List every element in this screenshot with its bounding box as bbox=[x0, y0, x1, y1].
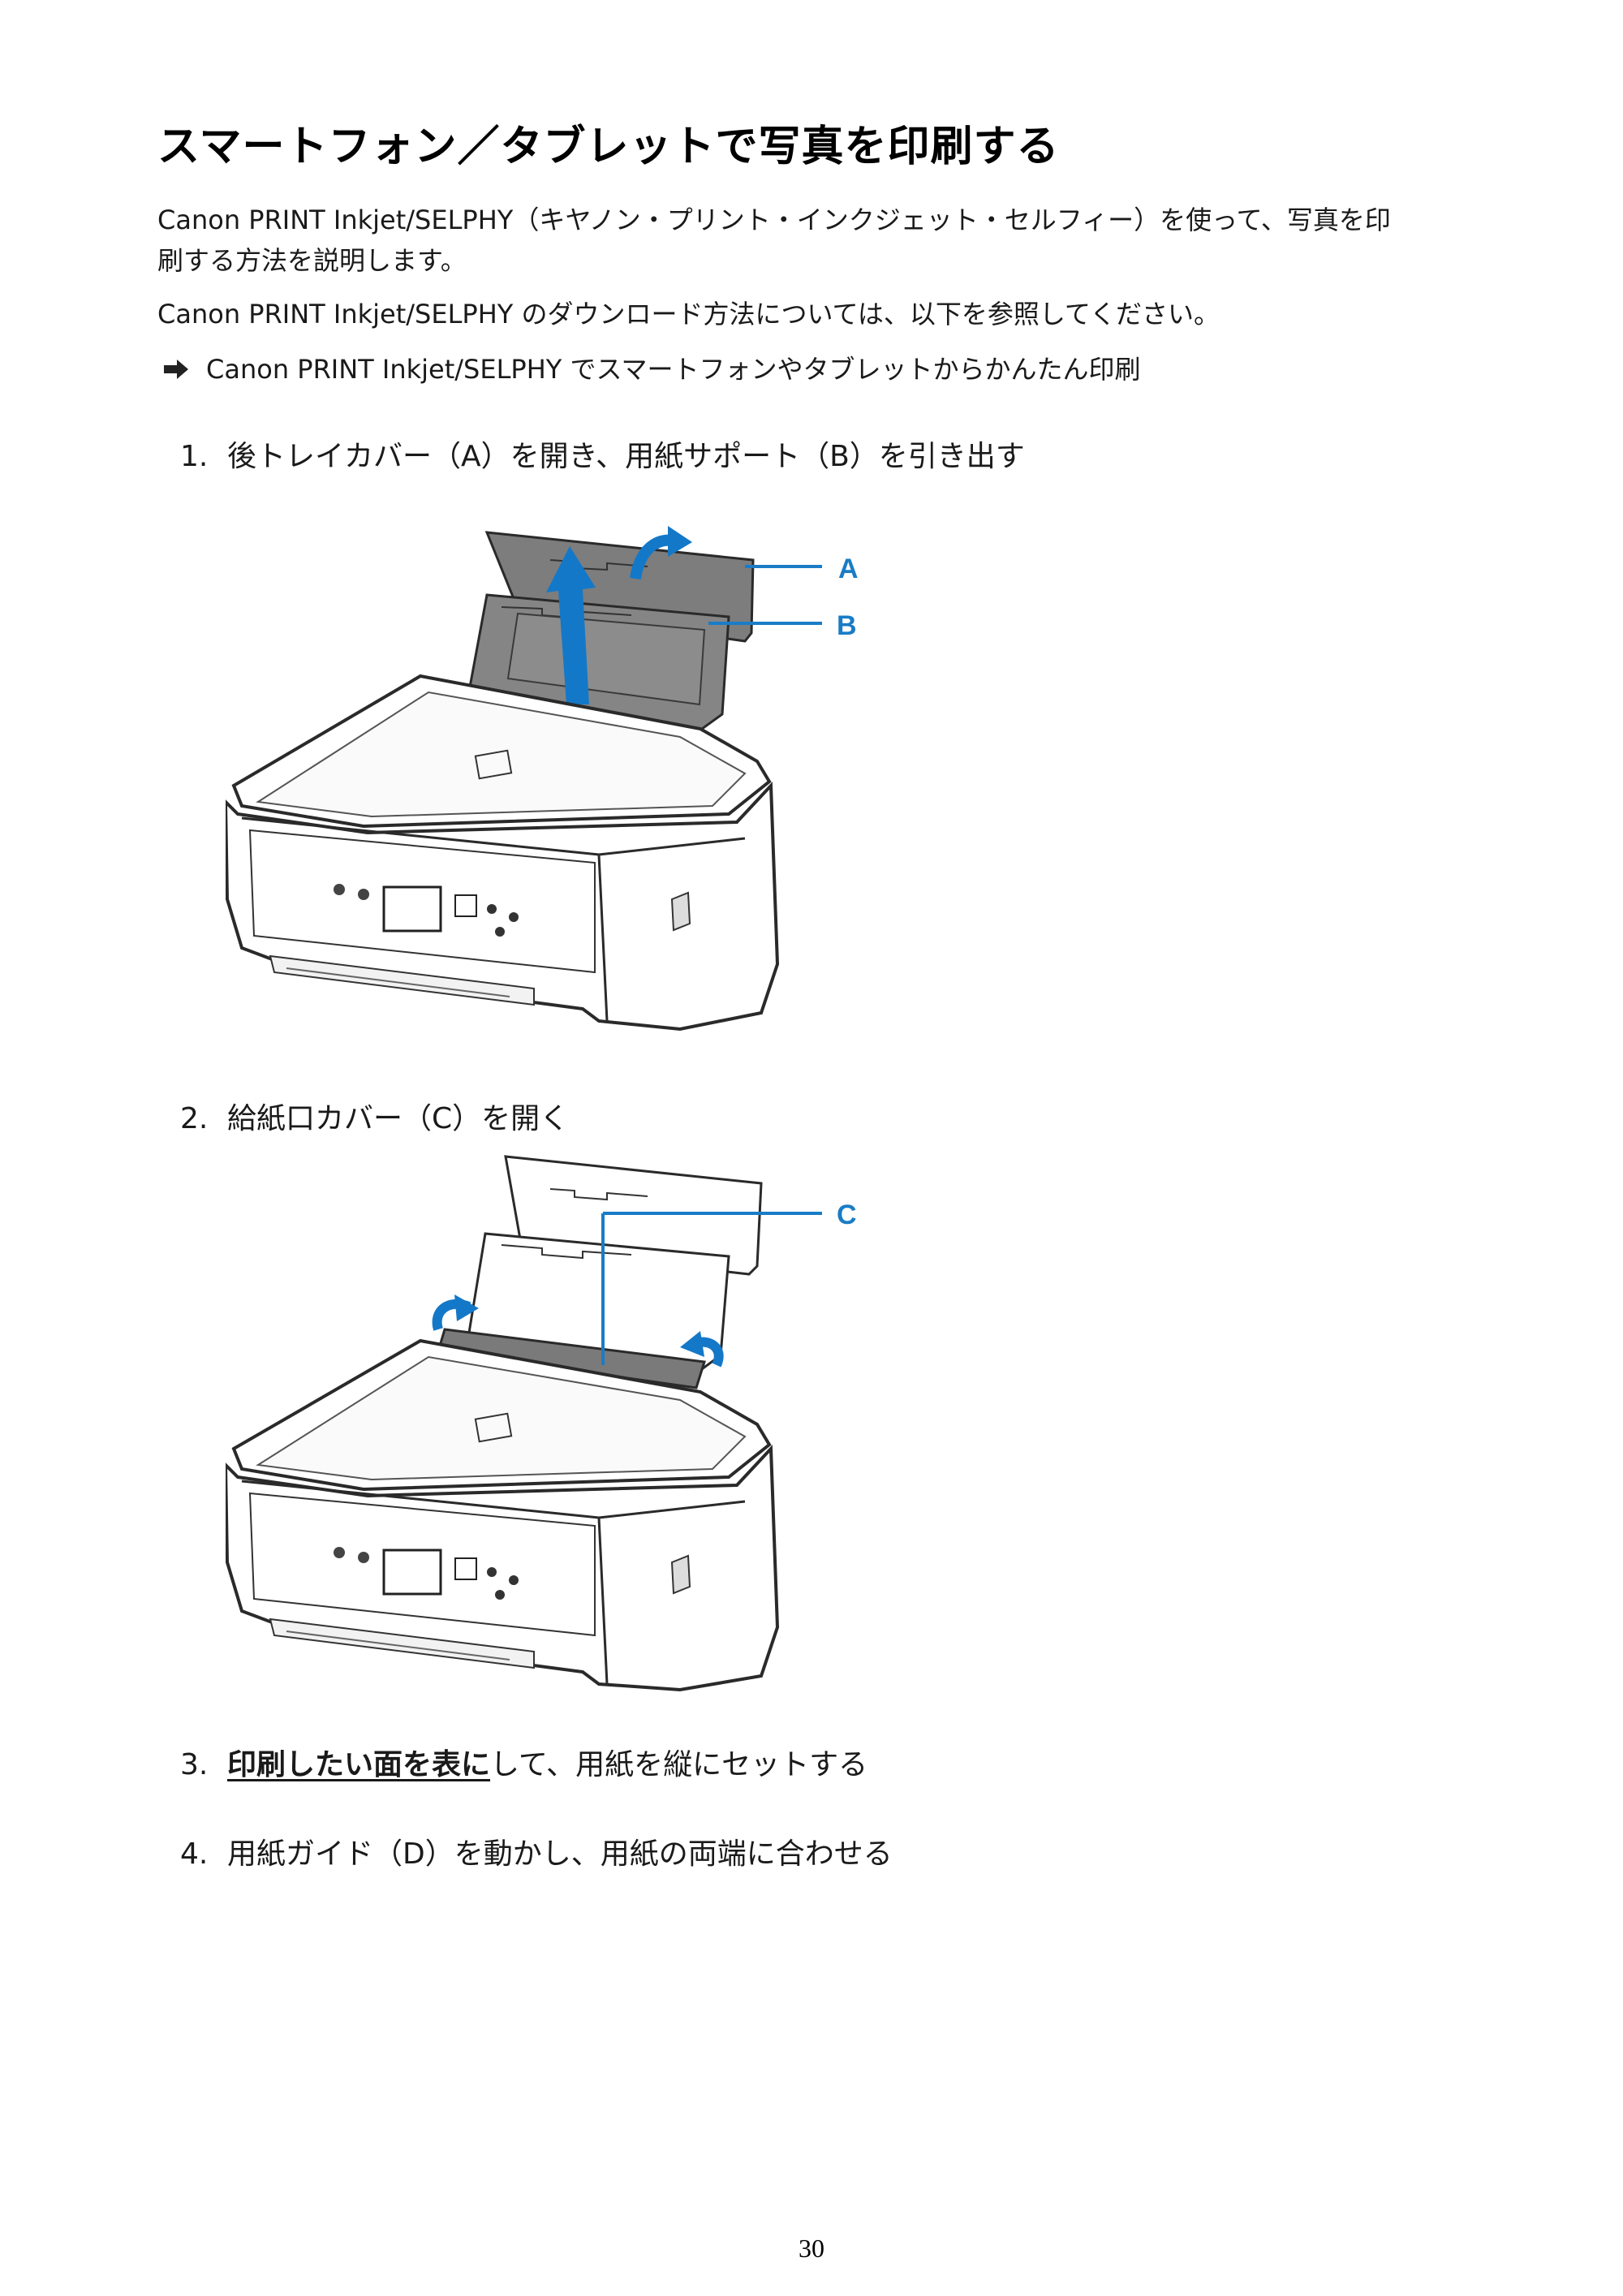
step-3: 3. 印刷したい面を表にして、用紙を縦にセットする bbox=[180, 1745, 867, 1786]
lcd-screen bbox=[382, 885, 442, 933]
lcd-screen bbox=[382, 1549, 442, 1596]
printer-illustration-feed-slot: C bbox=[226, 1155, 857, 1692]
step-number: 2. bbox=[180, 1102, 209, 1135]
printer-body bbox=[226, 674, 780, 1032]
page-title: スマートフォン／タブレットで写真を印刷する bbox=[157, 123, 1060, 171]
logo-icon bbox=[474, 749, 513, 780]
step-text: 用紙ガイド（D）を動かし、用紙の両端に合わせる bbox=[227, 1837, 893, 1871]
step-number: 3. bbox=[180, 1748, 209, 1781]
download-note: Canon PRINT Inkjet/SELPHY のダウンロード方法については… bbox=[157, 299, 1220, 330]
step-text: 後トレイカバー（A）を開き、用紙サポート（B）を引き出す bbox=[227, 440, 1025, 473]
app-link-text[interactable]: Canon PRINT Inkjet/SELPHY でスマートフォンやタブレット… bbox=[206, 354, 1141, 385]
app-link[interactable]: Canon PRINT Inkjet/SELPHY でスマートフォンやタブレット… bbox=[162, 349, 1141, 390]
label-a: A bbox=[838, 554, 859, 584]
logo-icon bbox=[474, 1412, 513, 1443]
step-text: 印刷したい面を表にして、用紙を縦にセットする bbox=[227, 1745, 867, 1786]
intro-paragraph: Canon PRINT Inkjet/SELPHY（キヤノン・プリント・インクジ… bbox=[157, 200, 1488, 281]
right-arrow-icon bbox=[164, 360, 188, 379]
printer-illustration-rear-tray: A B bbox=[226, 526, 859, 1032]
intro-line-1: Canon PRINT Inkjet/SELPHY（キヤノン・プリント・インクジ… bbox=[157, 205, 1391, 235]
printer-body bbox=[226, 1338, 780, 1692]
step-text: 給紙口カバー（C）を開く bbox=[227, 1102, 570, 1135]
step-1: 1. 後トレイカバー（A）を開き、用紙サポート（B）を引き出す bbox=[180, 437, 1025, 477]
step-number: 1. bbox=[180, 440, 209, 473]
step-2: 2. 給紙口カバー（C）を開く bbox=[180, 1099, 569, 1139]
step-emphasis: 印刷したい面を表に bbox=[227, 1748, 491, 1781]
pull-up-arrow-icon bbox=[546, 546, 596, 704]
step-number: 4. bbox=[180, 1837, 209, 1871]
step-text-rest: して、用紙を縦にセットする bbox=[490, 1748, 868, 1781]
intro-line-2: 刷する方法を説明します。 bbox=[157, 245, 467, 276]
page-number: 30 bbox=[799, 2234, 824, 2263]
step-4: 4. 用紙ガイド（D）を動かし、用紙の両端に合わせる bbox=[180, 1834, 893, 1875]
label-b: B bbox=[837, 610, 857, 641]
label-c: C bbox=[837, 1200, 857, 1230]
